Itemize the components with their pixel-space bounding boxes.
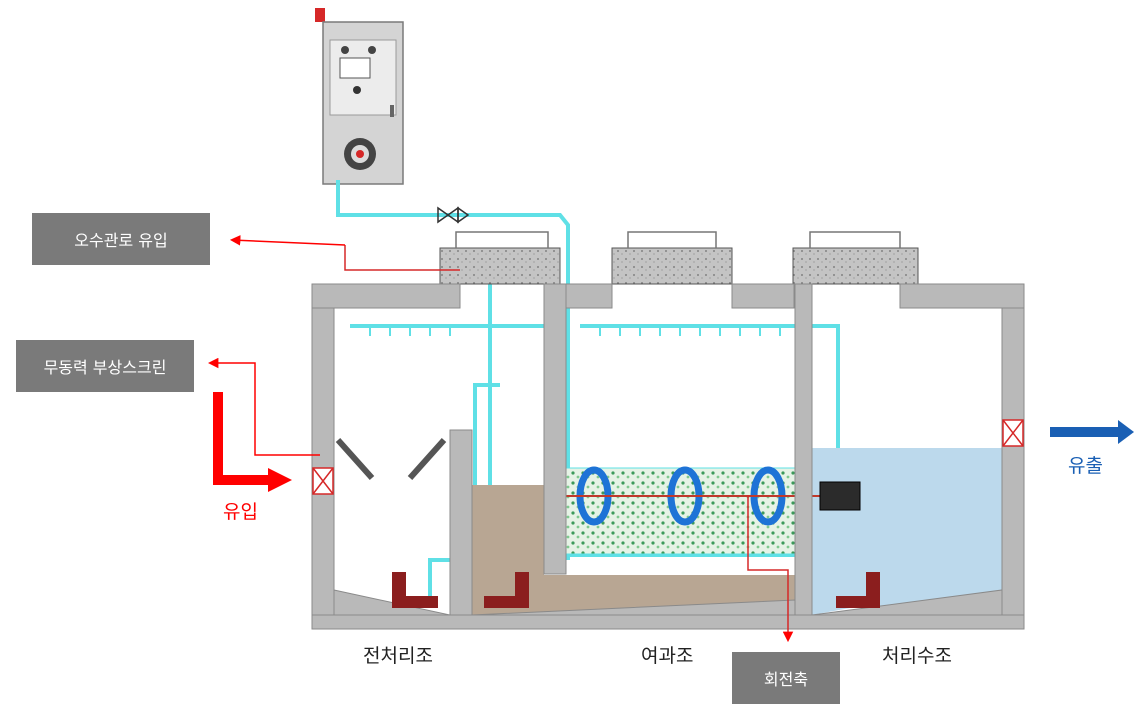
sludge-floor: [544, 575, 795, 615]
air-diffuser-heads: [369, 326, 781, 336]
floating-screen-callout: 무동력 부상스크린: [16, 340, 194, 392]
control-panel: [315, 8, 404, 185]
submersible-pumps: [392, 572, 880, 608]
inflow-label: 유입: [223, 501, 258, 523]
floating-screen-panels: [335, 437, 447, 481]
blower-icon: [344, 138, 376, 170]
valve-icon: [437, 206, 470, 224]
flow-arrows: [207, 235, 1134, 643]
outflow-label: 유출: [1068, 455, 1103, 477]
manhole-covers: [439, 231, 919, 285]
filtration-tank-label: 여과조: [641, 645, 694, 667]
wall-openings: [312, 419, 1024, 495]
filter-media: [565, 467, 797, 555]
treated-water: [812, 448, 1002, 608]
drive-motor: [819, 481, 861, 511]
sludge-layer: [472, 485, 544, 615]
pretreatment-tank-label: 전처리조: [363, 645, 433, 667]
rotating-shaft-callout: 회전축: [732, 652, 840, 704]
sewer-inflow-callout: 오수관로 유입: [32, 213, 210, 265]
treated-water-tank-label: 처리수조: [882, 645, 952, 667]
